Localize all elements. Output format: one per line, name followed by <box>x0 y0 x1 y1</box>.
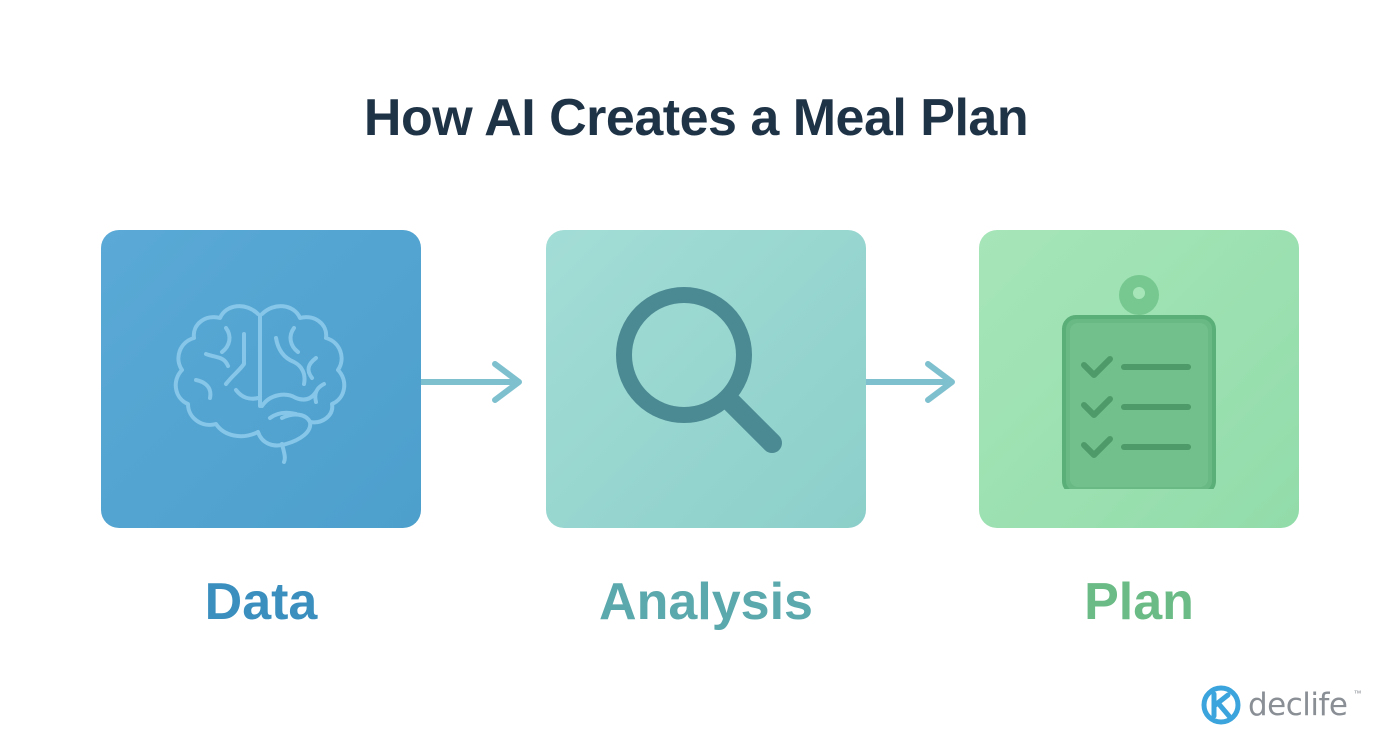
clipboard-checklist-icon <box>1062 275 1216 489</box>
brand-name: declife <box>1248 687 1348 723</box>
flow-arrow-2 <box>866 361 955 403</box>
step-card-plan <box>979 230 1299 528</box>
step-label-data: Data <box>204 573 318 631</box>
step-label-plan: Plan <box>1084 573 1194 631</box>
brand-logo: declife ™ <box>1200 683 1362 727</box>
magnifying-glass-icon <box>616 287 782 453</box>
step-label-analysis: Analysis <box>599 573 813 631</box>
step-card-data <box>101 230 421 528</box>
diagram-title: How AI Creates a Meal Plan <box>363 89 1029 147</box>
brain-icon <box>173 304 347 464</box>
flow-arrow-1 <box>421 361 522 403</box>
brand-trademark: ™ <box>1353 688 1362 698</box>
declife-logo-icon <box>1201 685 1241 725</box>
step-card-analysis <box>546 230 866 528</box>
